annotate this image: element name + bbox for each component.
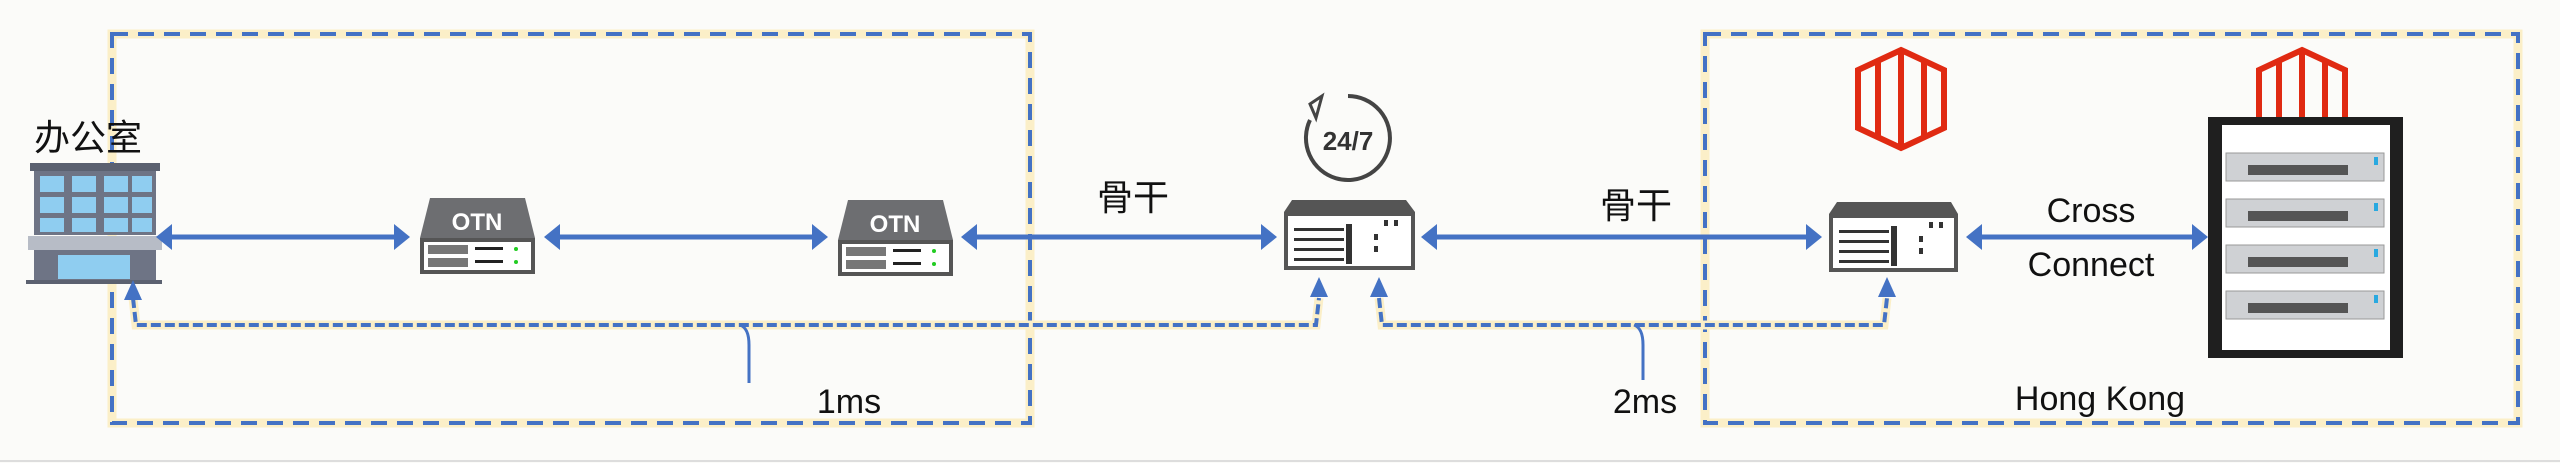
link-backbone-hongkong xyxy=(1421,224,1822,250)
region-label: Hong Kong xyxy=(2015,380,2185,418)
connect-label: Connect xyxy=(2028,246,2155,284)
otn-device-1: OTN xyxy=(420,198,535,274)
availability-label: 24/7 xyxy=(1323,126,1374,156)
backbone-label-right: 骨干 xyxy=(1600,186,1672,227)
backbone-label-left: 骨干 xyxy=(1097,178,1169,219)
equinix-logo-1 xyxy=(1855,46,1947,152)
backbone-switch xyxy=(1284,200,1415,270)
office-building-icon xyxy=(26,163,162,284)
otn-device-2: OTN xyxy=(838,200,953,276)
link-cross-connect xyxy=(1966,224,2208,250)
link-office-otn1 xyxy=(156,224,410,250)
hong-kong-switch xyxy=(1829,202,1958,272)
latency-path-1ms xyxy=(124,277,1328,383)
server-rack-icon xyxy=(2208,117,2403,358)
latency-path-2ms xyxy=(1370,277,1896,380)
latency-label-1ms: 1ms xyxy=(817,383,881,421)
otn-label-1: OTN xyxy=(452,209,503,236)
office-label: 办公室 xyxy=(34,118,142,159)
hong-kong-zone-box xyxy=(1700,29,2523,428)
latency-label-2ms: 2ms xyxy=(1613,383,1677,421)
cross-label: Cross xyxy=(2047,192,2136,230)
availability-24-7-icon: 24/7 xyxy=(1304,92,1392,182)
link-otn1-otn2 xyxy=(544,224,828,250)
link-otn2-backbone xyxy=(961,224,1277,250)
otn-label-2: OTN xyxy=(870,211,921,238)
